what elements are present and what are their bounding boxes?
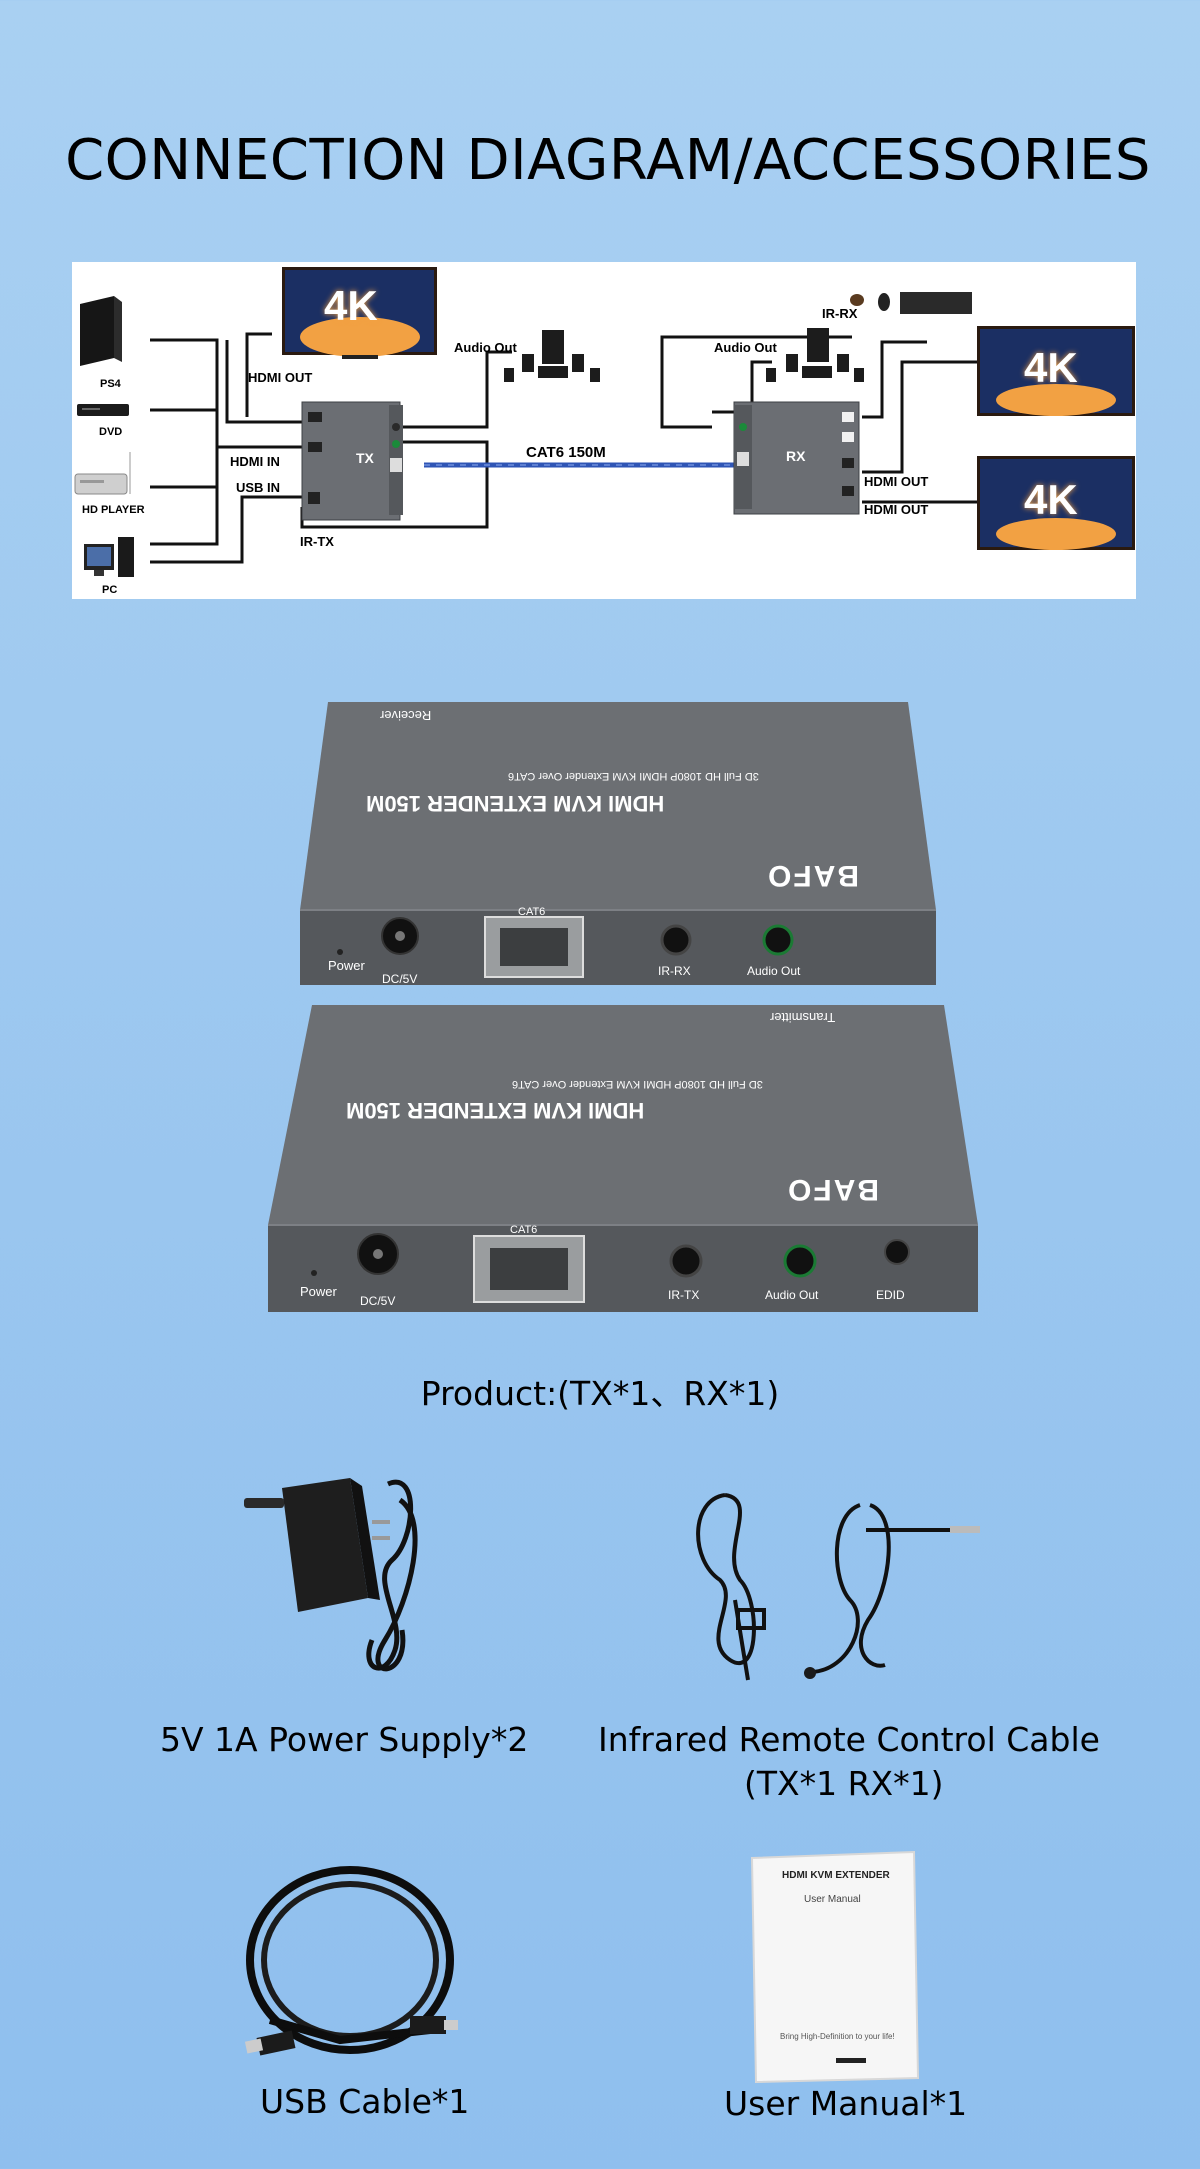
manual-subheading: User Manual <box>804 1894 861 1905</box>
rx-unit-label: RX <box>786 448 806 464</box>
transmitter-port-cat6: CAT6 <box>510 1224 538 1236</box>
transmitter-port-power: Power <box>300 1284 337 1299</box>
mouse-icon <box>878 293 890 311</box>
pc-icon <box>84 537 134 577</box>
tv-resolution-label: 4K <box>324 282 378 329</box>
connection-diagram: 4K 4K 4K PS4 DVD HD PLAYER PC HDMI OUT H… <box>72 262 1136 599</box>
hdmi-out-tx-label: HDMI OUT <box>248 370 313 385</box>
receiver-port-power: Power <box>328 958 365 973</box>
manual-tagline: Bring High-Definition to your life! <box>780 2032 895 2041</box>
rx-unit-icon <box>733 401 860 515</box>
hdmi-in-label: HDMI IN <box>230 454 280 469</box>
speaker-system-icon-rx <box>766 328 864 382</box>
accessory-label-usb-cable: USB Cable*1 <box>260 2082 470 2121</box>
cable-label: CAT6 150M <box>526 444 606 461</box>
receiver-port-audio-out: Audio Out <box>747 964 801 978</box>
transmitter-port-edid: EDID <box>876 1288 905 1302</box>
source-label-hd-player: HD PLAYER <box>82 504 145 516</box>
tx-unit-icon <box>301 401 403 521</box>
source-label-ps4: PS4 <box>100 378 121 390</box>
audio-out-tx-label: Audio Out <box>454 340 517 355</box>
transmitter-port-audio-out: Audio Out <box>765 1288 819 1302</box>
transmitter-port-ir-tx: IR-TX <box>668 1288 700 1302</box>
ir-receiver-icon <box>850 294 864 306</box>
manual-heading: HDMI KVM EXTENDER <box>782 1870 890 1881</box>
tx-unit-label: TX <box>356 450 374 466</box>
audio-out-rx-label: Audio Out <box>714 340 777 355</box>
transmitter-port-dc: DC/5V <box>360 1294 396 1308</box>
accessory-label-power-supply: 5V 1A Power Supply*2 <box>160 1720 529 1759</box>
speaker-system-icon <box>504 330 600 382</box>
hdmi-out-rx-label-2: HDMI OUT <box>864 502 929 517</box>
accessory-label-ir-cable-count: (TX*1 RX*1) <box>744 1764 944 1803</box>
ir-rx-label: IR-RX <box>822 306 858 321</box>
accessory-label-user-manual: User Manual*1 <box>724 2084 968 2123</box>
receiver-port-dc: DC/5V <box>382 972 418 986</box>
tv-resolution-label-rx-1: 4K <box>1024 344 1078 391</box>
source-label-dvd: DVD <box>99 426 123 438</box>
source-label-pc: PC <box>102 584 118 596</box>
ir-cable-icon <box>696 1493 960 1681</box>
power-adapter-icon <box>244 1478 418 1672</box>
tv-monitor-icon <box>282 267 437 359</box>
diagram-graphic <box>74 267 1135 577</box>
accessory-label-ir-cable: Infrared Remote Control Cable <box>598 1720 1100 1759</box>
ps4-console-icon <box>80 296 122 366</box>
tv-resolution-label-rx-2: 4K <box>1024 476 1078 523</box>
page-title: CONNECTION DIAGRAM/ACCESSORIES <box>65 128 1151 193</box>
audio-jack-icon <box>950 1526 980 1533</box>
receiver-port-ir-rx: IR-RX <box>658 964 691 978</box>
usb-cable-icon <box>244 1866 458 2056</box>
tv-monitor-icon-rx-2 <box>977 456 1135 550</box>
hd-player-icon <box>74 452 131 495</box>
tv-monitor-icon-rx-1 <box>977 326 1135 416</box>
receiver-port-cat6: CAT6 <box>518 906 546 918</box>
hdmi-out-rx-label-1: HDMI OUT <box>864 474 929 489</box>
user-manual-icon <box>750 1850 920 2084</box>
keyboard-icon <box>900 292 972 314</box>
dvd-player-icon <box>77 404 129 416</box>
ir-tx-label: IR-TX <box>300 534 334 549</box>
ir-emitter-icon <box>804 1667 816 1679</box>
product-caption: Product:(TX*1、RX*1) <box>420 1374 780 1413</box>
usb-in-label: USB IN <box>236 480 281 495</box>
